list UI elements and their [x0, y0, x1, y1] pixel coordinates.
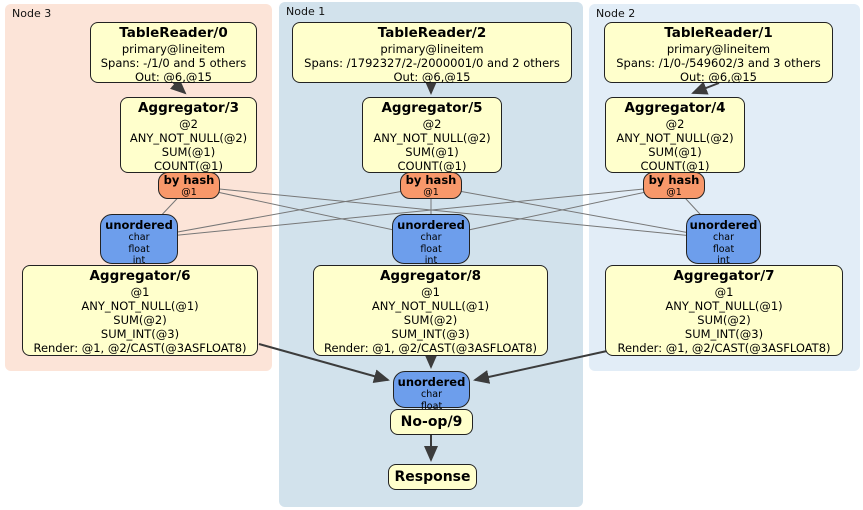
- out-label: Out: @6,@15: [135, 70, 212, 84]
- index-label: primary@lineitem: [666, 42, 771, 56]
- sync-title: unordered: [105, 218, 173, 232]
- response-box: Response: [388, 464, 477, 490]
- processor-title: Aggregator/6: [89, 268, 191, 284]
- response-label: Response: [394, 469, 471, 485]
- spans-label: Spans: /1792327/2-/2000001/0 and 2 other…: [304, 56, 560, 70]
- out-label: Out: @6,@15: [680, 70, 757, 84]
- table-reader-box: TableReader/1 primary@lineitem Spans: /1…: [604, 22, 833, 84]
- router-detail: @1: [423, 187, 439, 198]
- processor-title: TableReader/2: [377, 25, 487, 41]
- unordered-sync: unordered char float int: [686, 214, 761, 266]
- sync-title: unordered: [397, 218, 465, 232]
- router-title: by hash: [163, 173, 215, 187]
- router-detail: @1: [666, 187, 682, 198]
- noop-label: No-op/9: [400, 414, 463, 430]
- spans-label: Spans: -/1/0 and 5 others: [100, 56, 247, 70]
- aggregator-box: Aggregator/6 @1 ANY_NOT_NULL(@1) SUM(@2)…: [22, 265, 258, 356]
- node-region-label: Node 2: [596, 7, 636, 20]
- sync-title: unordered: [397, 375, 466, 389]
- aggregator-box: Aggregator/8 @1 ANY_NOT_NULL(@1) SUM(@2)…: [313, 265, 548, 356]
- table-reader-box: TableReader/2 primary@lineitem Spans: /1…: [292, 22, 572, 84]
- sync-title: unordered: [689, 218, 758, 232]
- router-title: by hash: [405, 173, 457, 187]
- unordered-sync: unordered char float int: [100, 214, 178, 266]
- hash-router: by hash @1: [158, 172, 220, 199]
- processor-title: Aggregator/3: [137, 100, 240, 116]
- unordered-sync: unordered char float int: [392, 214, 470, 266]
- render-label: Render: @1, @2/CAST(@3ASFLOAT8): [323, 341, 538, 355]
- node-region-label: Node 3: [12, 7, 52, 20]
- hash-router: by hash @1: [643, 172, 705, 199]
- node-region-label: Node 1: [286, 5, 326, 18]
- render-label: Render: @1, @2/CAST(@3ASFLOAT8): [617, 341, 831, 355]
- table-reader-box: TableReader/0 primary@lineitem Spans: -/…: [90, 22, 257, 84]
- final-unordered-sync: unordered char float: [393, 371, 470, 412]
- processor-title: Aggregator/4: [624, 100, 726, 116]
- processor-title: Aggregator/8: [379, 268, 482, 284]
- index-label: primary@lineitem: [121, 42, 226, 56]
- out-label: Out: @6,@15: [393, 70, 471, 84]
- processor-title: Aggregator/5: [381, 100, 483, 116]
- index-label: primary@lineitem: [380, 42, 484, 56]
- router-detail: @1: [181, 187, 197, 198]
- noop-box: No-op/9: [390, 409, 473, 435]
- render-label: Render: @1, @2/CAST(@3ASFLOAT8): [33, 341, 247, 355]
- aggregator-box: Aggregator/4 @2 ANY_NOT_NULL(@2) SUM(@1)…: [605, 97, 745, 173]
- aggregator-box: Aggregator/5 @2 ANY_NOT_NULL(@2) SUM(@1)…: [362, 97, 502, 173]
- processor-title: TableReader/1: [664, 25, 773, 41]
- processor-title: Aggregator/7: [673, 268, 775, 284]
- aggregator-box: Aggregator/3 @2 ANY_NOT_NULL(@2) SUM(@1)…: [120, 97, 257, 173]
- processor-title: TableReader/0: [119, 25, 228, 41]
- hash-router: by hash @1: [400, 172, 462, 199]
- router-title: by hash: [648, 173, 700, 187]
- spans-label: Spans: /1/0-/549602/3 and 3 others: [616, 56, 821, 70]
- aggregator-box: Aggregator/7 @1 ANY_NOT_NULL(@1) SUM(@2)…: [605, 265, 843, 356]
